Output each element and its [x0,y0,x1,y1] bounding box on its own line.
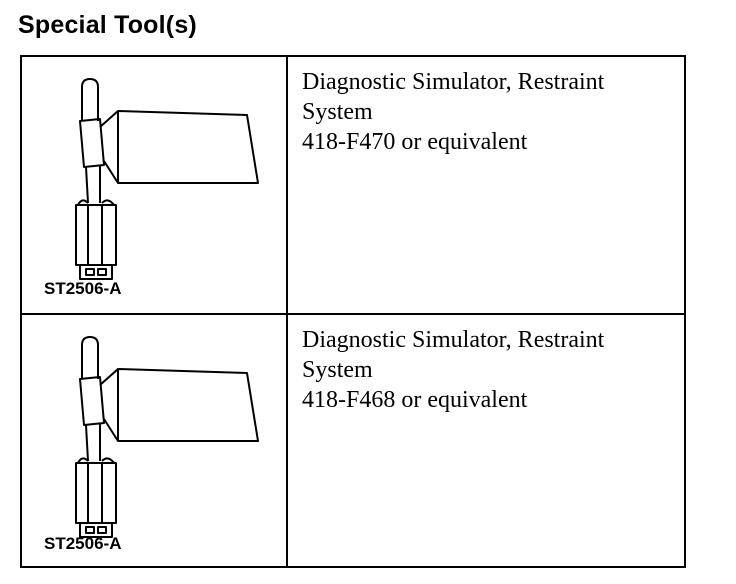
special-tools-table: ST2506-A Diagnostic Simulator, Restraint… [20,55,686,568]
diagnostic-simulator-icon [75,336,259,538]
tool-name-line: Diagnostic Simulator, Restraint [302,69,605,95]
tool-name-line: Diagnostic Simulator, Restraint [302,327,605,353]
tool-image-code: ST2506-A [44,279,122,298]
diagnostic-simulator-icon [75,78,259,280]
table-row: ST2506-A Diagnostic Simulator, Restraint… [22,57,684,313]
tool-name-line: System [302,99,373,125]
tool-description: Diagnostic Simulator, Restraint System 4… [302,67,672,157]
tool-name-line: System [302,357,373,383]
tool-image-code: ST2506-A [44,534,122,553]
tool-image-cell: ST2506-A [22,315,288,568]
table-row: ST2506-A Diagnostic Simulator, Restraint… [22,313,684,568]
tool-image-cell: ST2506-A [22,57,288,313]
page-title: Special Tool(s) [18,11,197,39]
tool-part-number: 418-F470 or equivalent [302,129,528,155]
tool-part-number: 418-F468 or equivalent [302,387,528,413]
tool-description: Diagnostic Simulator, Restraint System 4… [302,325,672,415]
